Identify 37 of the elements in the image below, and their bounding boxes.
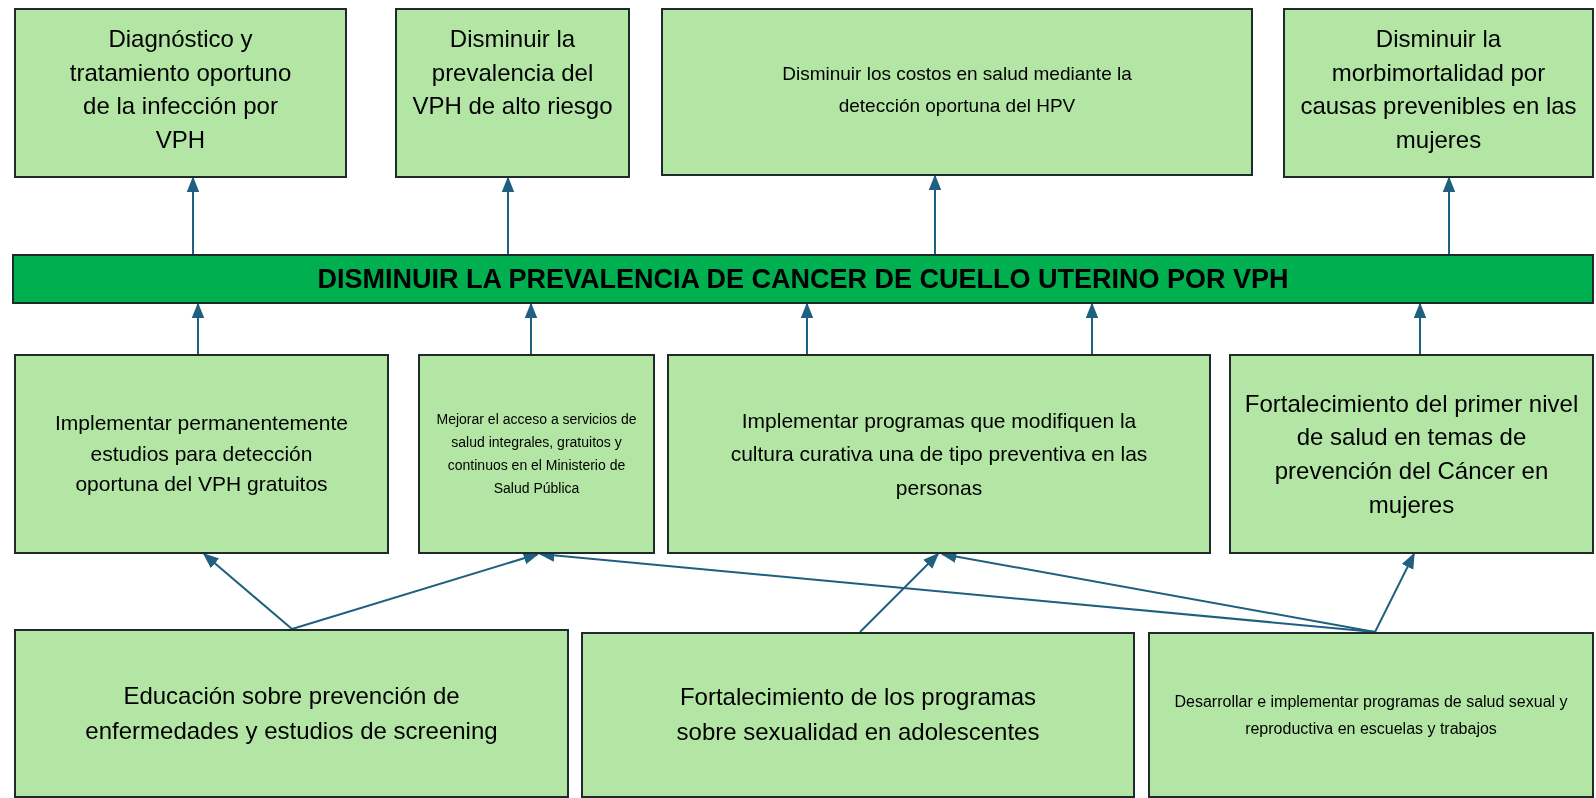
node-text: Desarrollar e implementar programas de salud sexual y reproductiva en escuelas y trabajos — [1173, 691, 1569, 739]
node-text: Disminuir la morbimortalidad por causas prevenibles en las mujeres — [1299, 24, 1578, 155]
node-text: Diagnóstico y tratamiento oportuno de la infección por VPH — [68, 24, 293, 155]
strategy-box — [14, 354, 389, 554]
arrow — [1085, 302, 1099, 355]
node-text: Fortalecimiento de los programas sobre sexualidad en adolescentes — [675, 682, 1041, 747]
strategy-box — [1229, 354, 1594, 554]
arrow — [524, 302, 538, 355]
goal-box — [14, 8, 347, 178]
node-text: Fortalecimiento del primer nivel de salud en temas de prevención del Cáncer en mujeres — [1243, 388, 1580, 520]
arrow — [800, 302, 814, 355]
action-box — [1148, 632, 1594, 798]
arrow — [191, 302, 205, 355]
node-text: Implementar permanentemente estudios para detección oportuna del VPH gratuitos — [54, 410, 349, 498]
arrow — [501, 176, 515, 255]
node-text: Implementar programas que modifiquen la cultura curativa una de tipo preventiva en las personas — [729, 407, 1149, 501]
main-objective-band — [12, 254, 1594, 304]
strategy-box — [667, 354, 1211, 554]
goal-box — [395, 8, 630, 178]
strategy-box — [418, 354, 655, 554]
arrow — [1442, 176, 1456, 255]
node-text: Disminuir la prevalencia del VPH de alto riesgo — [411, 24, 614, 122]
node-text: Disminuir los costos en salud mediante la detección oportuna del HPV — [781, 62, 1133, 119]
action-box — [14, 629, 569, 798]
node-text: Educación sobre prevención de enfermedades y estudios de screening — [84, 680, 499, 746]
goal-box — [661, 8, 1253, 176]
node-text: Mejorar el acceso a servicios de salud integrales, gratuitos y continuos en el Ministerio de Salud Pública — [435, 409, 638, 499]
arrow — [859, 552, 940, 633]
arrow — [1374, 552, 1415, 633]
arrow — [1413, 302, 1427, 355]
goal-box — [1283, 8, 1594, 178]
arrow — [202, 552, 293, 630]
arrow — [291, 552, 540, 630]
arrow — [928, 174, 942, 255]
node-text: DISMINUIR LA PREVALENCIA DE CANCER DE CUELLO UTERINO POR VPH — [316, 262, 1290, 296]
arrow — [186, 176, 200, 255]
action-box — [581, 632, 1135, 798]
